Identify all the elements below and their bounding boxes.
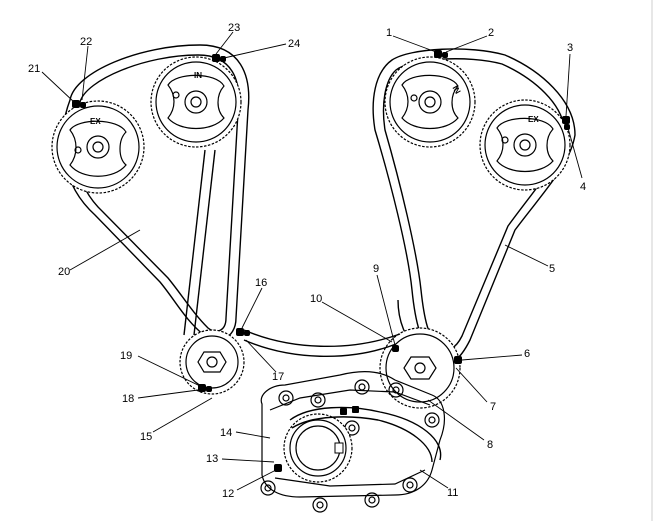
lower-crossover-chain [243, 329, 401, 358]
callout-5: 5 [549, 263, 555, 275]
timing-mark-19 [206, 386, 212, 392]
left-exhaust-cam-sprocket: EX [51, 100, 145, 194]
timing-mark-9 [392, 345, 399, 352]
callout-14: 14 [220, 427, 232, 439]
callout-19: 19 [120, 350, 132, 362]
callout-8: 8 [487, 439, 493, 451]
callout-3: 3 [567, 42, 573, 54]
timing-mark-23 [212, 54, 220, 62]
timing-mark-block-b [352, 406, 359, 413]
timing-mark-2 [442, 52, 448, 58]
left-lower-sprocket [179, 329, 245, 395]
callout-9: 9 [373, 263, 379, 275]
timing-mark-24 [220, 56, 226, 62]
callout-18: 18 [122, 393, 134, 405]
callout-15: 15 [140, 431, 152, 443]
callout-22: 22 [80, 36, 92, 48]
callout-10: 10 [310, 293, 322, 305]
right-lower-sprocket [379, 327, 461, 409]
left-intake-cam-sprocket: IN [150, 56, 242, 148]
crankshaft-sprocket [283, 413, 353, 483]
callout-13: 13 [206, 453, 218, 465]
callout-24: 24 [288, 38, 300, 50]
callout-20: 20 [58, 266, 70, 278]
callout-1: 1 [386, 27, 392, 39]
right-intake-gear-label: IN [451, 84, 463, 96]
callout-7: 7 [490, 401, 496, 413]
callout-12: 12 [222, 488, 234, 500]
engine-front-cover [260, 371, 446, 513]
callout-23: 23 [228, 22, 240, 34]
callout-17: 17 [272, 371, 284, 383]
callout-21: 21 [28, 63, 40, 75]
left-exhaust-gear-label: EX [90, 117, 101, 126]
leader-lines [41, 31, 583, 491]
right-exhaust-gear-label: EX [528, 115, 539, 124]
timing-mark-1 [434, 50, 442, 58]
left-intake-gear-label: IN [194, 71, 202, 80]
oil-pump-chain [289, 406, 442, 463]
callout-numbers: 1 2 3 4 5 6 7 8 9 10 11 12 13 14 15 16 1… [28, 22, 586, 500]
timing-mark-3 [562, 116, 570, 124]
callout-2: 2 [488, 27, 494, 39]
left-bank-chain [61, 44, 250, 341]
right-intake-cam-sprocket: IN [384, 56, 476, 148]
timing-mark-4 [564, 124, 570, 130]
right-exhaust-cam-sprocket: EX [479, 99, 571, 191]
callout-16: 16 [255, 277, 267, 289]
timing-mark-22 [80, 102, 86, 108]
timing-mark-block-a [340, 408, 347, 415]
timing-mark-16 [236, 328, 244, 336]
callout-11: 11 [447, 487, 458, 499]
callout-4: 4 [580, 181, 586, 193]
callout-6: 6 [524, 348, 530, 360]
timing-mark-6 [454, 356, 462, 364]
timing-mark-17 [244, 330, 250, 336]
